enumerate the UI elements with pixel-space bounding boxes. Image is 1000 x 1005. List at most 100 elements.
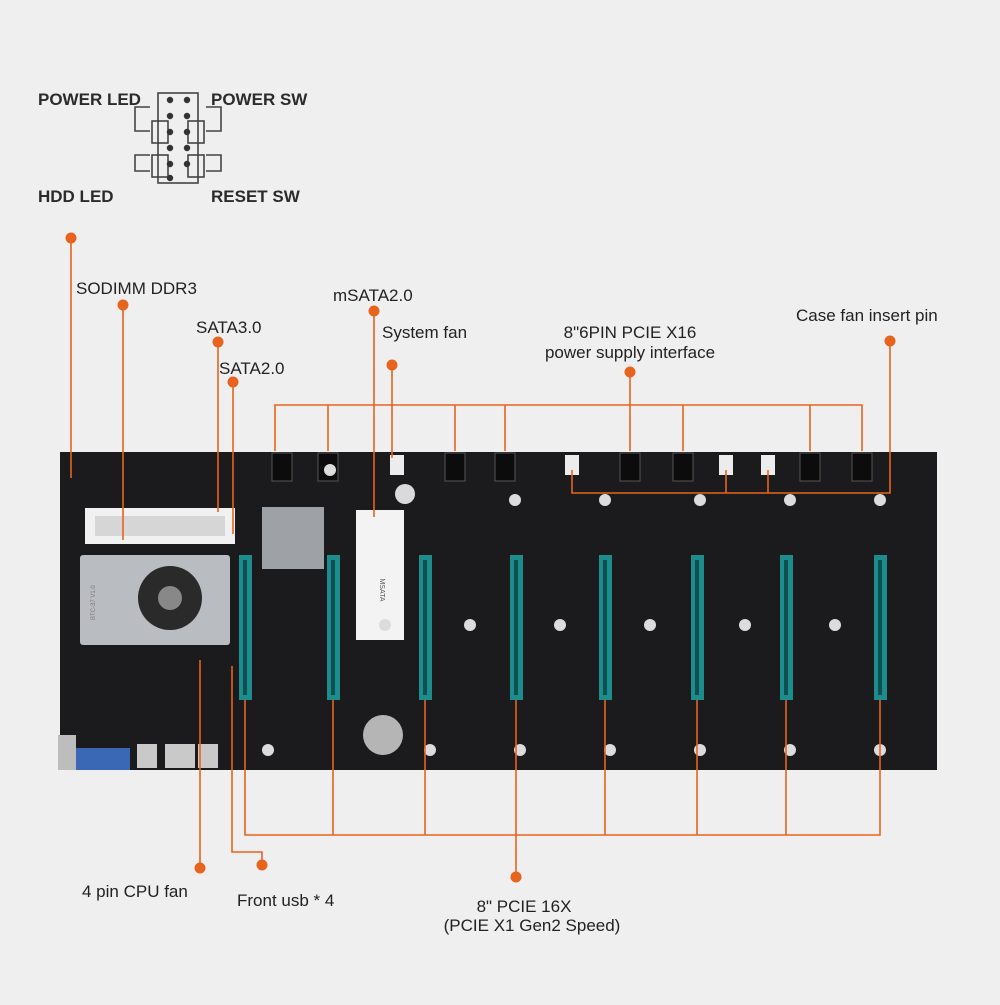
mounting-hole-10: [739, 619, 751, 631]
front-panel-header: [134, 92, 222, 184]
cpu-fan-label: 4 pin CPU fan: [82, 882, 188, 901]
hdd-led-bracket: [134, 154, 150, 172]
power-drop-leaders: [327, 405, 811, 451]
case-fan-drop-leaders: [725, 470, 769, 493]
usb-port: [137, 744, 157, 768]
front-usb-label: Front usb * 4: [237, 891, 335, 910]
pcie-slot-groove-8: [878, 560, 882, 695]
sata2-label: SATA2.0: [219, 359, 285, 378]
cmos-battery: [363, 715, 403, 755]
mounting-hole-7: [464, 619, 476, 631]
mounting-hole-3: [599, 494, 611, 506]
mounting-hole-18: [784, 744, 796, 756]
fan-pin-header-4: [761, 455, 775, 475]
usb-port-2: [198, 744, 218, 768]
pcie-slot-groove-4: [514, 560, 518, 695]
reset-sw-bracket: [206, 154, 222, 172]
mounting-hole-17: [694, 744, 706, 756]
mounting-hole-13: [262, 744, 274, 756]
power-led-box: [151, 120, 169, 144]
mounting-hole-16: [604, 744, 616, 756]
pcie-slot-groove-5: [603, 560, 607, 695]
pcie-slot-groove-3: [423, 560, 427, 695]
pcie-power-connector-1: [271, 452, 293, 482]
case-fan-label: Case fan insert pin: [796, 306, 938, 325]
sata3-label: SATA3.0: [196, 318, 262, 337]
pcie-slot-drop-leaders: [332, 700, 787, 835]
callout-lines: [70, 238, 891, 877]
power-bus-leader: [274, 404, 863, 451]
case-fan-leader: [571, 341, 891, 494]
sata2-callout-dot: [227, 376, 239, 388]
pcie-power-connector-6: [672, 452, 694, 482]
header-pins: [166, 96, 191, 182]
pcie-power-label-line2: power supply interface: [544, 343, 716, 362]
power-led-bracket: [134, 106, 150, 132]
pcie-slot-bus-leader: [244, 700, 881, 836]
power-sw-label: POWER SW: [211, 90, 308, 109]
pcie-slot-groove-2: [331, 560, 335, 695]
mounting-hole-2: [509, 494, 521, 506]
system-fan-callout-dot: [386, 359, 398, 371]
pcie-power-connector-8: [851, 452, 873, 482]
mounting-hole-5: [784, 494, 796, 506]
mounting-hole-12: [379, 619, 391, 631]
sodimm-slot-inner: [95, 516, 225, 536]
cpu-fan-callout-dot: [194, 862, 206, 874]
msata-silkscreen: MSATA: [378, 578, 385, 601]
chipset-heatsink: [262, 507, 324, 569]
header-outline: [157, 92, 199, 184]
mounting-hole-4: [694, 494, 706, 506]
mounting-hole-8: [554, 619, 566, 631]
fan-pin-header-3: [719, 455, 733, 475]
msata-callout-dot: [368, 305, 380, 317]
pcie-power-callout-dot: [624, 366, 636, 378]
reset-sw-box: [187, 154, 205, 178]
pcie-power-label-line1: 8"6PIN PCIE X16: [563, 323, 697, 342]
motherboard: MSATA BTC-37 V1.0: [58, 452, 937, 770]
mounting-hole-9: [644, 619, 656, 631]
pcie-slots-callout-dot: [510, 871, 522, 883]
mounting-hole-15: [514, 744, 526, 756]
sodimm-callout-dot: [117, 299, 129, 311]
reset-sw-label: RESET SW: [211, 187, 300, 206]
mounting-hole-14: [424, 744, 436, 756]
power-sw-bracket: [206, 106, 222, 132]
front-usb-leader: [231, 666, 263, 865]
mounting-hole-11: [829, 619, 841, 631]
pcie-slot-groove-7: [784, 560, 788, 695]
buzzer: [395, 484, 415, 504]
pcie-slots: [239, 555, 887, 700]
pcie-slot-groove-6: [695, 560, 699, 695]
callout-dots: [65, 232, 896, 883]
hdd-led-callout-dot: [65, 232, 77, 244]
board-id-silkscreen: BTC-37 V1.0: [91, 585, 97, 620]
pcie-power-connector-3: [444, 452, 466, 482]
vga-port: [75, 748, 130, 770]
hdd-led-label: HDD LED: [38, 187, 114, 206]
fan-pin-header-1: [390, 455, 404, 475]
hdd-led-box: [151, 154, 169, 178]
pcie-slots-label-line1: 8" PCIE 16X: [476, 897, 572, 916]
power-sw-box: [187, 120, 205, 144]
msata-label: mSATA2.0: [333, 286, 413, 305]
sata3-callout-dot: [212, 336, 224, 348]
pcie-power-connector-5: [619, 452, 641, 482]
pcie-power-connector-4: [494, 452, 516, 482]
sodimm-label: SODIMM DDR3: [76, 279, 197, 298]
pcie-power-connector-7: [799, 452, 821, 482]
io-bracket: [58, 735, 76, 770]
mounting-holes: [262, 464, 886, 756]
case-fan-pins: [390, 455, 775, 475]
pcie-power-connectors: [271, 452, 873, 482]
system-fan-label: System fan: [382, 323, 468, 342]
msata-slot: [356, 510, 404, 640]
cpu-fan-hub: [158, 586, 182, 610]
case-fan-callout-dot: [884, 335, 896, 347]
pcie-slots-label-line2: (PCIE X1 Gen2 Speed): [443, 916, 621, 935]
pcie-slot-groove-1: [243, 560, 247, 695]
lan-port: [165, 744, 195, 768]
mounting-hole-1: [324, 464, 336, 476]
